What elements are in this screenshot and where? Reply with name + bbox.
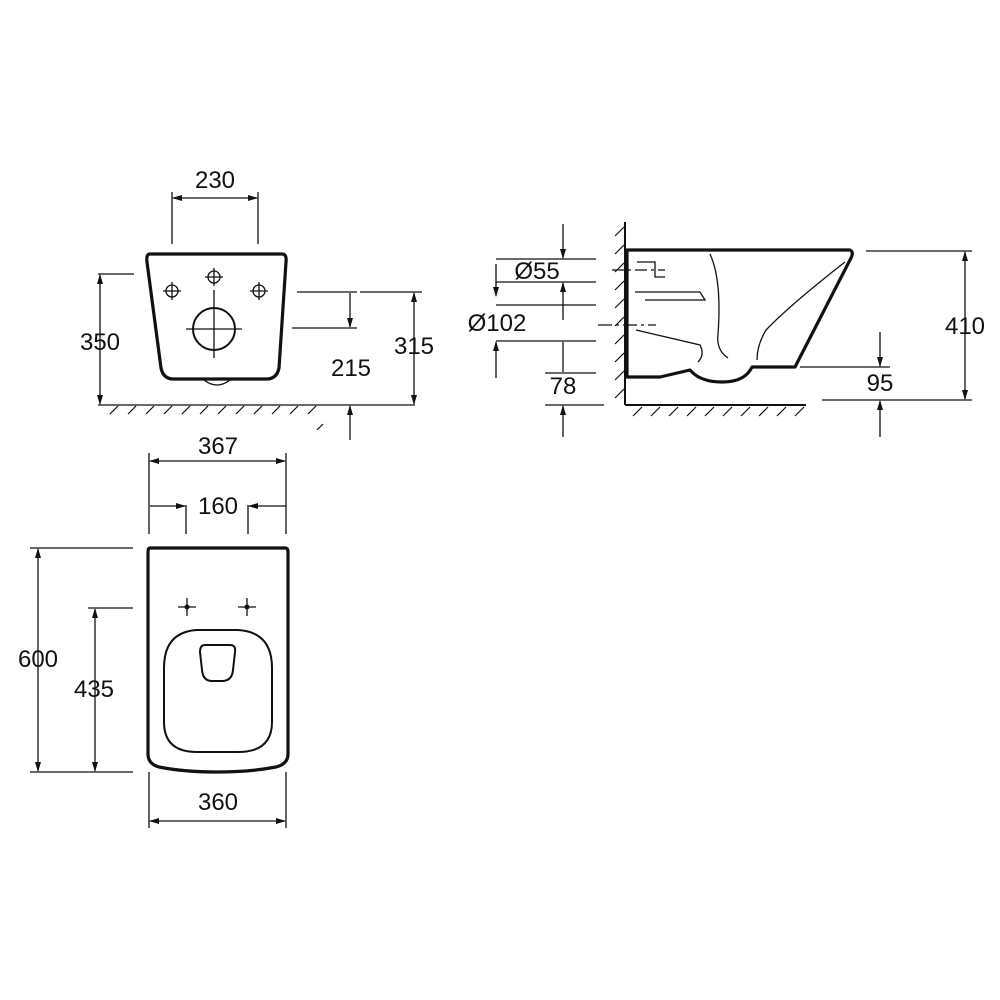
front-view: 230 350 215 315 [80, 167, 434, 440]
dim-78: 78 [545, 372, 604, 437]
dim-d55: Ø55 [493, 224, 596, 320]
dim-600: 600 [18, 547, 133, 773]
top-view: 367 160 600 435 360 [18, 433, 290, 828]
side-inlet-pipe [637, 261, 665, 278]
dim-315: 315 [360, 291, 434, 405]
dim-435-label: 435 [74, 676, 114, 703]
front-fixing-hole-left [163, 282, 181, 300]
dim-215: 215 [292, 291, 371, 440]
side-bowl-outline [625, 248, 854, 384]
dim-160-label: 160 [198, 493, 238, 520]
front-floor-hatch [109, 405, 324, 431]
front-outlet-circle [186, 290, 242, 358]
dim-230-label: 230 [195, 167, 235, 194]
side-bowl-inner [756, 261, 846, 361]
top-flush-hole [198, 644, 237, 682]
dim-350: 350 [80, 273, 134, 405]
dim-367-label: 367 [198, 433, 238, 460]
top-bowl-outline [146, 546, 290, 774]
top-fixing-left [178, 598, 196, 616]
dim-367: 367 [148, 433, 287, 534]
dim-410: 410 [822, 250, 985, 401]
dim-160: 160 [150, 493, 286, 534]
dim-95-label: 95 [867, 370, 894, 397]
side-wall-hatch [614, 226, 625, 399]
dim-d102-label: Ø102 [468, 310, 527, 337]
dim-435: 435 [74, 607, 133, 772]
dim-230: 230 [171, 167, 259, 244]
side-view: Ø55 Ø102 78 410 95 [468, 222, 985, 437]
side-bowl-trap [709, 253, 729, 359]
dim-410-label: 410 [945, 313, 985, 340]
front-bowl-outline [145, 252, 288, 381]
side-floor-hatch [632, 406, 805, 417]
dim-360-label: 360 [198, 789, 238, 816]
front-fixing-hole-right [250, 282, 268, 300]
dim-215-label: 215 [331, 355, 371, 382]
dim-600-label: 600 [18, 646, 58, 673]
top-fixing-right [238, 598, 256, 616]
dim-78-label: 78 [550, 373, 577, 400]
dim-95: 95 [800, 332, 893, 437]
front-fixing-hole-center [205, 268, 223, 286]
dim-360: 360 [148, 772, 287, 828]
dim-315-label: 315 [394, 333, 434, 360]
dim-d102: Ø102 [468, 304, 596, 378]
dim-350-label: 350 [80, 329, 120, 356]
top-seat-opening [163, 629, 273, 753]
dim-d55-label: Ø55 [514, 258, 559, 285]
side-outlet-curve [635, 329, 703, 363]
side-outlet-pipe [635, 291, 707, 301]
front-outlet-bump [203, 379, 231, 386]
